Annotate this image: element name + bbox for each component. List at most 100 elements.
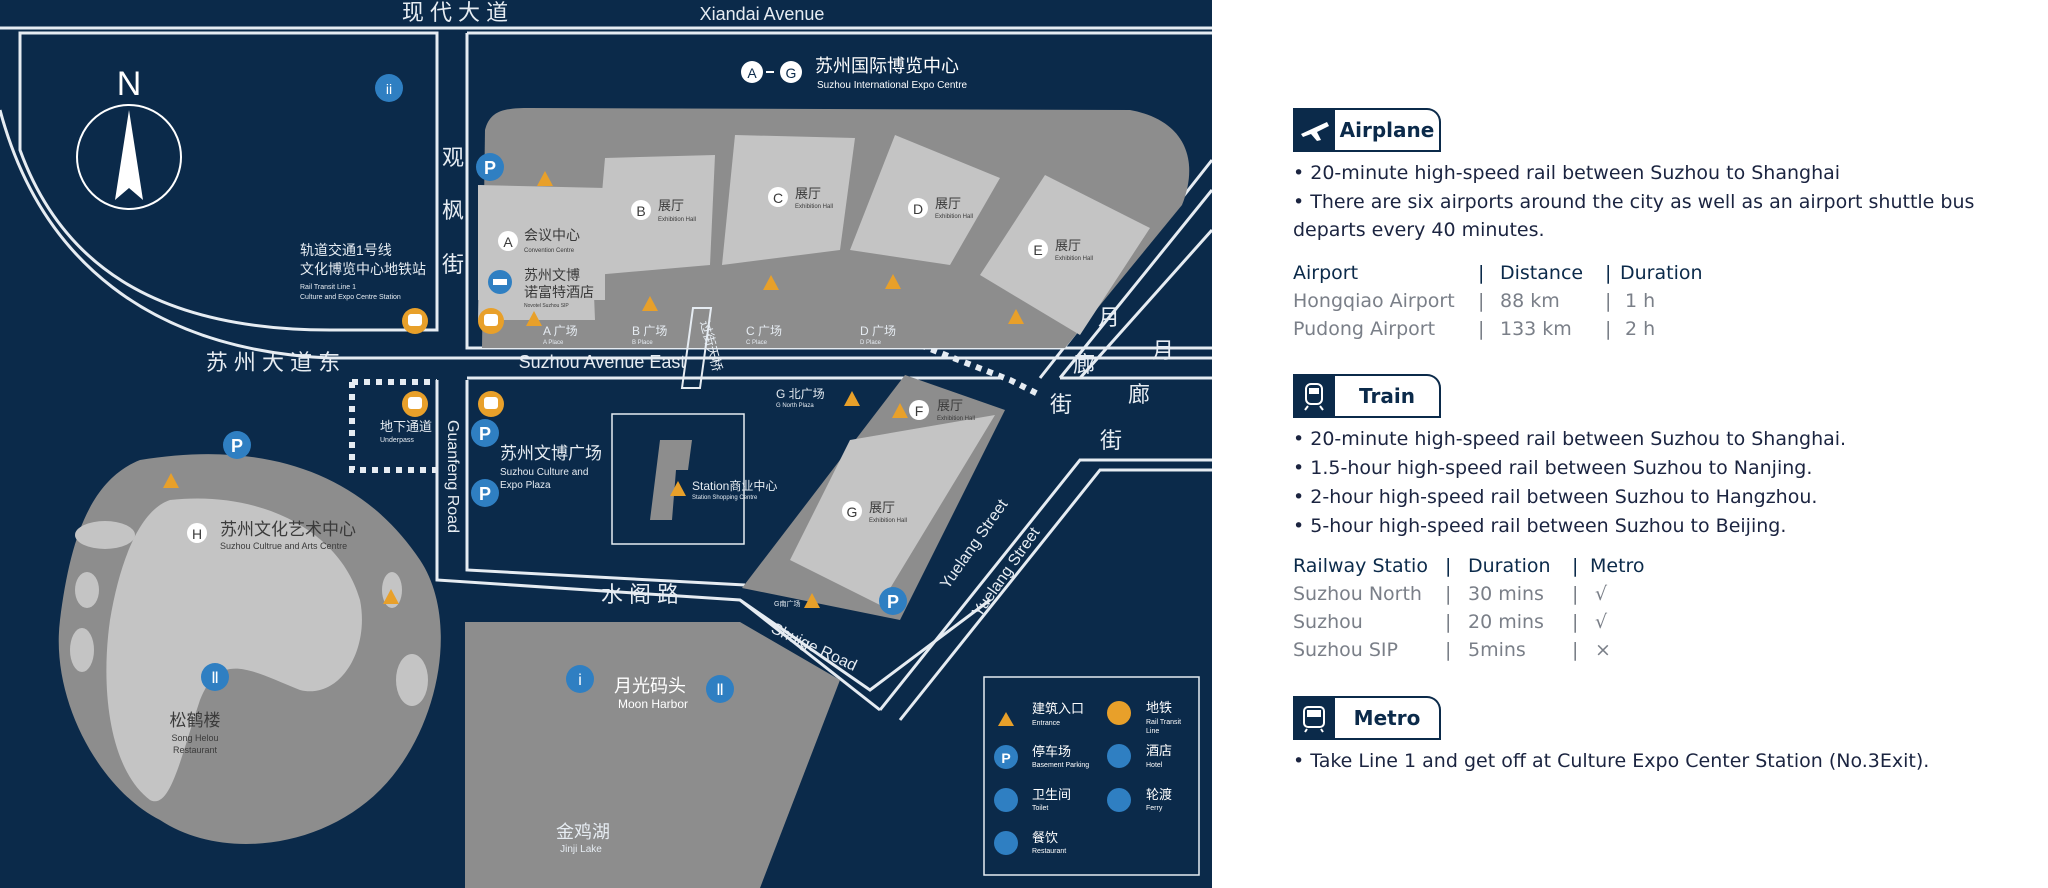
svg-text:酒店: 酒店 — [1146, 743, 1172, 758]
svg-text:P: P — [231, 436, 243, 456]
svg-text:轮渡: 轮渡 — [1146, 787, 1172, 802]
svg-text:Exhibition Hall: Exhibition Hall — [869, 518, 907, 524]
svg-text:G南广场: G南广场 — [774, 599, 800, 608]
svg-text:Toilet: Toilet — [1032, 805, 1048, 812]
airplane-section-header: Airplane — [1293, 108, 1449, 152]
arts-petal — [75, 572, 99, 608]
svg-text:Basement Parking: Basement Parking — [1032, 762, 1089, 769]
parking-markers: P P P P P — [223, 153, 907, 615]
col-metro: Metro — [1590, 555, 1645, 577]
svg-text:P: P — [484, 158, 496, 178]
road-suzhou-ave-cn: 苏 州 大 道 东 — [206, 350, 340, 375]
cell: | — [1572, 611, 1579, 633]
train-bullet: • 5-hour high-speed rail between Suzhou … — [1293, 515, 1787, 537]
airplane-bullet: • There are six airports around the city… — [1293, 191, 1975, 241]
svg-text:地下通道: 地下通道 — [380, 419, 432, 434]
underpass-dots — [349, 342, 1042, 473]
road-guanfeng-en: Guanfeng Road — [444, 420, 461, 533]
hall-labels: A 会议中心 Convention Centre B 展厅 Exhibition… — [498, 186, 1093, 524]
compass-north-label: N — [117, 65, 142, 103]
road-yuelang-cn-a2: 廊 — [1073, 352, 1095, 377]
arts-petal — [396, 654, 428, 706]
expo-name-cn: 苏州国际博览中心 — [815, 56, 959, 76]
underpass-label: 地下通道 Underpass — [380, 419, 432, 444]
svg-text:E: E — [1033, 242, 1042, 258]
svg-text:G North Plaza: G North Plaza — [776, 403, 814, 409]
cell: Suzhou SIP — [1293, 639, 1398, 661]
station-building — [650, 440, 692, 520]
transport-info-panel: Airplane • 20-minute high-speed rail bet… — [1212, 0, 2048, 888]
pedestrian-bridge — [680, 307, 713, 389]
road-guanfeng-cn-3: 街 — [442, 252, 464, 277]
svg-text:展厅: 展厅 — [869, 500, 895, 515]
airplane-icon — [1293, 108, 1335, 152]
svg-text:Restaurant: Restaurant — [173, 745, 218, 755]
airplane-title: Airplane — [1339, 118, 1435, 142]
road-xiandai-cn: 现 代 大 道 — [402, 0, 508, 25]
road-yuelang-cn-b1: 月 — [1152, 338, 1174, 363]
svg-text:Song Helou: Song Helou — [171, 733, 218, 743]
svg-text:Ⅱ: Ⅱ — [211, 670, 219, 687]
svg-text:Exhibition Hall: Exhibition Hall — [1055, 256, 1093, 262]
svg-text:P: P — [887, 592, 899, 612]
metro-title: Metro — [1353, 706, 1421, 730]
svg-text:Underpass: Underpass — [380, 437, 414, 444]
arts-centre-inner — [106, 498, 362, 802]
cell: | — [1445, 611, 1452, 633]
road-yuelang-cn-b2: 廊 — [1128, 382, 1150, 407]
svg-text:Exhibition Hall: Exhibition Hall — [935, 214, 973, 220]
svg-text:ii: ii — [386, 81, 392, 97]
col-sep: | — [1445, 555, 1452, 577]
cell: 1 h — [1625, 290, 1656, 312]
svg-text:Entrance: Entrance — [1032, 720, 1060, 727]
svg-text:C: C — [773, 190, 783, 206]
plaza-labels: A 广场 A Place B 广场 B Place C 广场 C Place D… — [543, 324, 896, 608]
svg-text:Novotel Suzhou SIP: Novotel Suzhou SIP — [524, 303, 569, 309]
cell: 20 mins — [1468, 611, 1544, 633]
svg-text:B: B — [636, 203, 645, 219]
cell: | — [1478, 318, 1485, 340]
svg-text:月光码头: 月光码头 — [614, 676, 686, 696]
cell: Hongqiao Airport — [1293, 290, 1455, 312]
svg-text:A: A — [503, 234, 513, 250]
col-duration: Duration — [1620, 262, 1703, 284]
cell: Suzhou North — [1293, 583, 1422, 605]
svg-text:Suzhou Cultrue and Arts Centre: Suzhou Cultrue and Arts Centre — [220, 541, 347, 551]
svg-text:建筑入口: 建筑入口 — [1032, 701, 1084, 716]
road-yuelang-cn-b3: 街 — [1100, 428, 1122, 453]
train-bullet: • 1.5-hour high-speed rail between Suzho… — [1293, 457, 1813, 479]
culture-plaza-label: 苏州文博广场 Suzhou Culture and Expo Plaza — [500, 444, 602, 491]
road-suzhou-ave-en: Suzhou Avenue East — [519, 352, 686, 372]
hotel-label: 苏州文博 诺富特酒店 Novotel Suzhou SIP — [488, 267, 594, 309]
svg-text:Exhibition Hall: Exhibition Hall — [937, 416, 975, 422]
compass: N — [76, 65, 182, 210]
metro-section-header: Metro — [1293, 696, 1449, 740]
cell: | — [1605, 318, 1612, 340]
toilet-marker: ii — [375, 74, 403, 102]
airplane-bullet: • 20-minute high-speed rail between Suzh… — [1293, 162, 1841, 184]
col-sep: | — [1572, 555, 1579, 577]
svg-text:卫生间: 卫生间 — [1032, 787, 1071, 802]
expo-name-en: Suzhou International Expo Centre — [817, 80, 968, 91]
svg-text:松鹤楼: 松鹤楼 — [170, 711, 221, 730]
hall-g — [790, 415, 995, 605]
svg-text:Restaurant: Restaurant — [1032, 848, 1066, 855]
cell: √ — [1595, 583, 1608, 605]
metro-station-label: 轨道交通1号线 文化博览中心地铁站 Rail Transit Line 1 Cu… — [300, 242, 426, 301]
svg-text:Line: Line — [1146, 728, 1159, 735]
svg-text:P: P — [479, 424, 491, 444]
svg-text:Station Shopping Centre: Station Shopping Centre — [692, 495, 758, 501]
col-duration: Duration — [1468, 555, 1551, 577]
svg-text:苏州文博: 苏州文博 — [524, 267, 580, 283]
svg-text:C 广场: C 广场 — [746, 324, 782, 338]
col-airport: Airport — [1293, 262, 1359, 284]
svg-text:P: P — [1001, 750, 1010, 766]
svg-text:会议中心: 会议中心 — [524, 227, 580, 243]
svg-text:A 广场: A 广场 — [543, 324, 578, 338]
svg-text:展厅: 展厅 — [937, 398, 963, 413]
svg-text:Hotel: Hotel — [1146, 762, 1163, 769]
road-guanfeng-cn-1: 观 — [442, 145, 464, 170]
cell: 2 h — [1625, 318, 1656, 340]
svg-text:Rail Transit: Rail Transit — [1146, 719, 1181, 726]
svg-text:A Place: A Place — [543, 340, 564, 346]
